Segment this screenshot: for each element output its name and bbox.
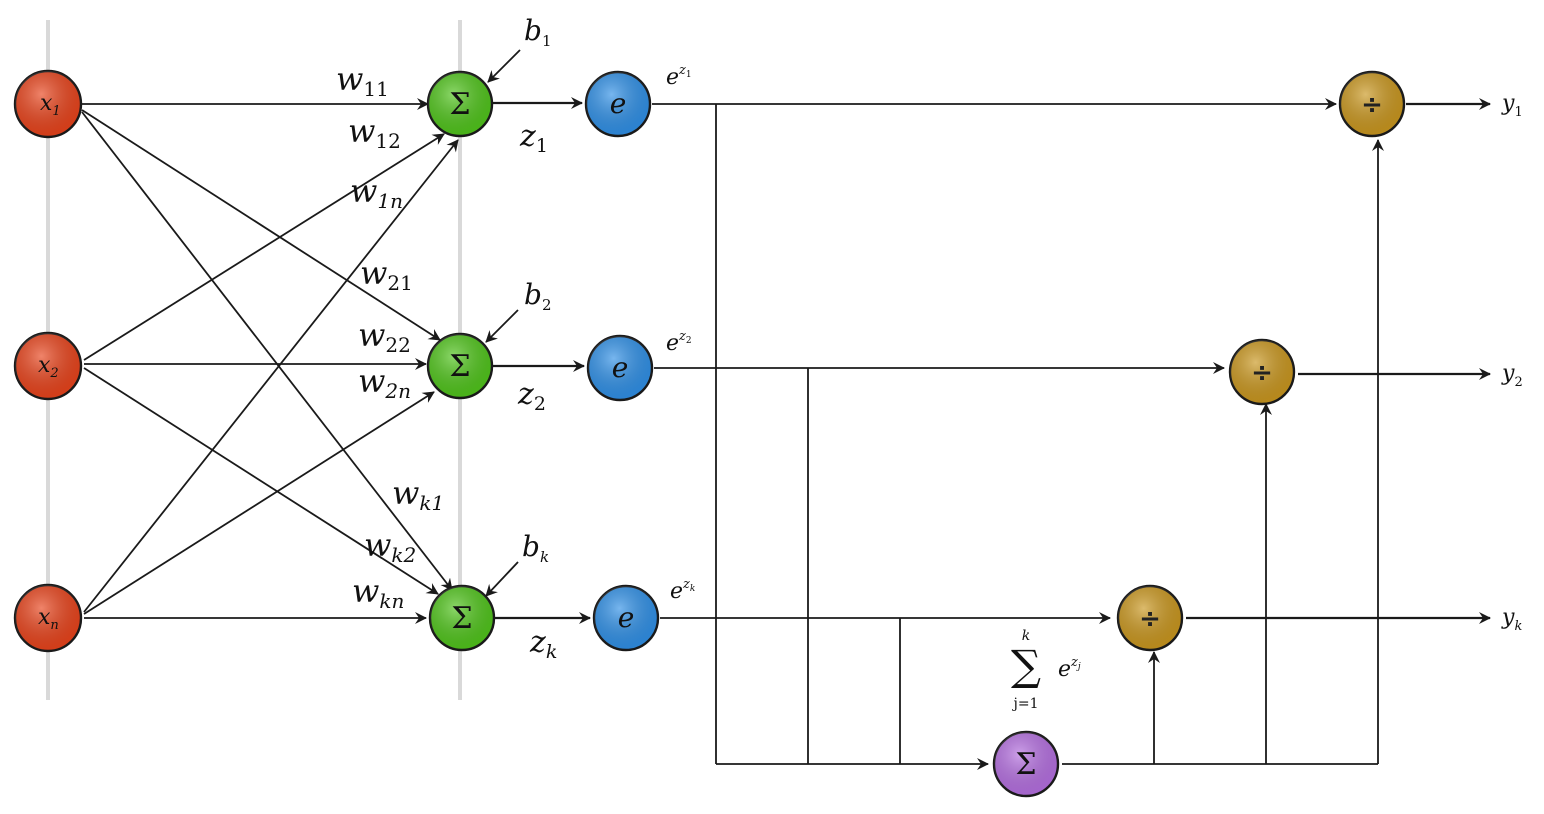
normalization-connections (652, 98, 1384, 770)
divide-node-k: ÷ (1116, 584, 1184, 652)
output-label-y2: y2 (1501, 361, 1523, 390)
svg-text:x1: x1 (40, 91, 61, 119)
summation-term: ezj (1058, 655, 1081, 682)
exp-label-2: ez2 (666, 329, 692, 356)
z-label-1: z1 (519, 119, 548, 157)
summation-formula: k ∑ j=1 ezj (1011, 628, 1081, 712)
divide-node-1: ÷ (1338, 70, 1406, 138)
svg-text:xn: xn (38, 605, 59, 633)
sum-node-1: Σ (426, 70, 494, 138)
weight-label-wk1: wk1 (392, 474, 444, 515)
input-node-x1: x1 (13, 69, 83, 139)
weight-label-wk2: wk2 (364, 526, 416, 567)
output-label-y1: y1 (1501, 91, 1523, 120)
exp-labels: ez1 ez2 ezk (666, 63, 695, 604)
divide-nodes: ÷ ÷ ÷ (1116, 70, 1406, 652)
exp-nodes: e e e (584, 70, 660, 652)
input-node-x2: x2 (13, 331, 83, 401)
svg-text:Σ: Σ (451, 601, 472, 636)
input-node-xn: xn (13, 583, 83, 653)
sum-nodes: Σ Σ Σ (426, 70, 496, 652)
divide-node-2: ÷ (1228, 338, 1296, 406)
sum-node-k: Σ (428, 584, 496, 652)
output-label-yk: yk (1501, 605, 1522, 634)
weight-label-w2n: w2n (358, 362, 411, 403)
bias-label-b1: b1 (524, 14, 551, 50)
summation-sigma: ∑ (1011, 641, 1041, 690)
bias-labels: b1 b2 bk (522, 14, 551, 566)
weight-connections (81, 98, 459, 624)
weight-label-wkn: wkn (352, 572, 404, 613)
input-nodes: x1 x2 xn (13, 69, 83, 653)
weight-label-w1n: w1n (350, 172, 403, 213)
svg-text:÷: ÷ (1361, 90, 1383, 120)
svg-text:÷: ÷ (1139, 604, 1161, 634)
weight-label-w21: w21 (360, 254, 413, 295)
z-connections (492, 97, 591, 624)
exp-node-k: e (592, 584, 660, 652)
svg-text:Σ: Σ (449, 349, 470, 384)
svg-text:Σ: Σ (1015, 747, 1036, 782)
weight-label-w12: w12 (348, 112, 401, 153)
bias-arrows (485, 49, 521, 597)
summation-upper: k (1022, 628, 1030, 644)
total-sum-node: Σ (992, 730, 1060, 798)
summation-lower: j=1 (1012, 696, 1039, 712)
bias-label-bk: bk (522, 530, 549, 566)
svg-text:e: e (618, 601, 635, 634)
weight-labels: w11 w12 w1n w21 w22 w2n wk1 wk2 wkn (336, 60, 444, 613)
z-labels: z1 z2 zk (517, 119, 557, 663)
sum-node-2: Σ (426, 332, 494, 400)
output-labels: y1 y2 yk (1501, 91, 1523, 634)
svg-text:e: e (610, 87, 627, 120)
output-connections (1186, 98, 1491, 624)
z-label-k: zk (529, 625, 557, 663)
svg-text:÷: ÷ (1251, 358, 1273, 388)
svg-text:e: e (612, 351, 629, 384)
exp-label-k: ezk (670, 577, 695, 604)
z-label-2: z2 (517, 377, 546, 415)
weight-label-w11: w11 (336, 60, 389, 101)
exp-node-1: e (584, 70, 652, 138)
weight-label-w22: w22 (358, 316, 411, 357)
svg-text:Σ: Σ (449, 87, 470, 122)
exp-label-1: ez1 (666, 63, 692, 90)
exp-node-2: e (586, 334, 654, 402)
bias-label-b2: b2 (524, 278, 551, 314)
svg-text:x2: x2 (38, 353, 59, 381)
